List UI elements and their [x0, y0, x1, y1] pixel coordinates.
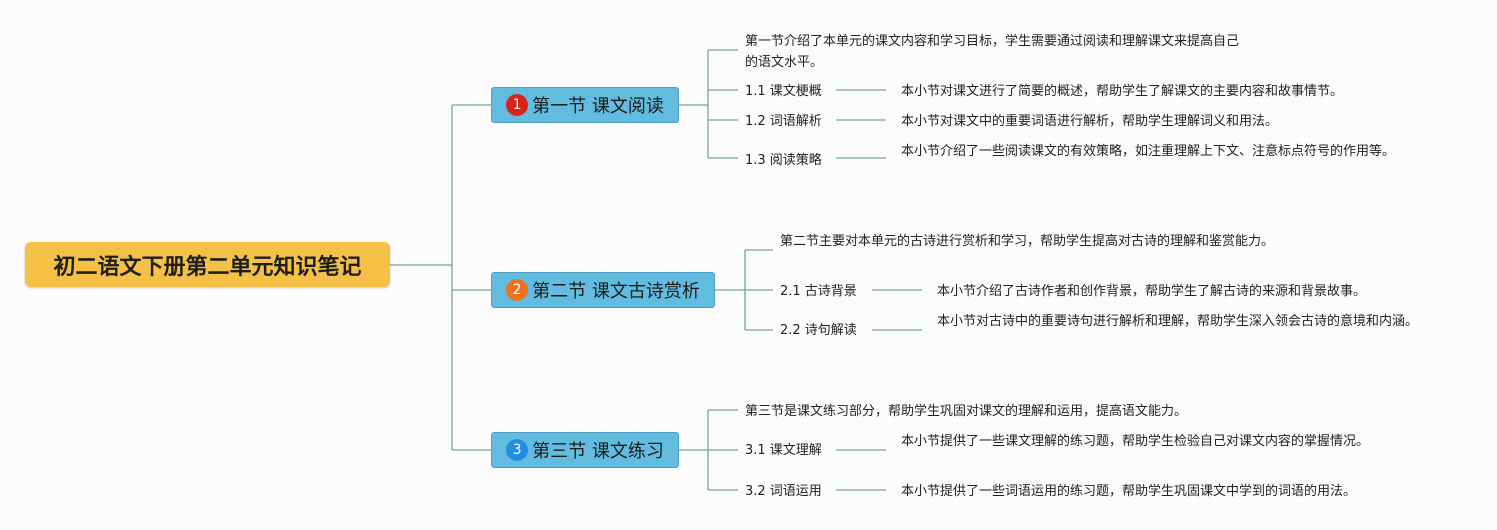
item-2-1-label[interactable]: 2.1 古诗背景	[780, 284, 857, 299]
section-2-node[interactable]: 2 第二节 课文古诗赏析	[491, 272, 715, 308]
number-1-icon: 1	[506, 94, 529, 116]
section-1-title: 第一节 课文阅读	[532, 96, 664, 117]
item-1-3-label[interactable]: 1.3 阅读策略	[745, 153, 822, 168]
section-2-title: 第二节 课文古诗赏析	[532, 281, 700, 302]
root-topic-label: 初二语文下册第二单元知识笔记	[53, 254, 362, 280]
item-1-3-desc: 本小节介绍了一些阅读课文的有效策略，如注重理解上下文、注意标点符号的作用等。	[901, 144, 1396, 159]
item-3-2-label[interactable]: 3.2 词语运用	[745, 484, 822, 499]
item-1-2-label[interactable]: 1.2 词语解析	[745, 114, 822, 129]
item-1-1-desc: 本小节对课文进行了简要的概述，帮助学生了解课文的主要内容和故事情节。	[901, 84, 1344, 99]
item-1-2-desc: 本小节对课文中的重要词语进行解析，帮助学生理解词义和用法。	[901, 114, 1279, 129]
item-3-2-desc: 本小节提供了一些词语运用的练习题，帮助学生巩固课文中学到的词语的用法。	[901, 484, 1357, 499]
item-2-2-label[interactable]: 2.2 诗句解读	[780, 323, 857, 338]
section-1-node[interactable]: 1 第一节 课文阅读	[491, 87, 679, 123]
number-3-icon: 3	[506, 439, 529, 461]
section-3-title: 第三节 课文练习	[532, 441, 664, 462]
section-3-summary: 第三节是课文练习部分，帮助学生巩固对课文的理解和运用，提高语文能力。	[745, 404, 1188, 419]
item-3-1-desc: 本小节提供了一些课文理解的练习题，帮助学生检验自己对课文内容的掌握情况。	[901, 434, 1370, 449]
item-3-1-label[interactable]: 3.1 课文理解	[745, 443, 822, 458]
item-2-1-desc: 本小节介绍了古诗作者和创作背景，帮助学生了解古诗的来源和背景故事。	[937, 284, 1367, 299]
item-2-2-desc: 本小节对古诗中的重要诗句进行解析和理解，帮助学生深入领会古诗的意境和内涵。	[937, 314, 1419, 329]
section-1-summary: 第一节介绍了本单元的课文内容和学习目标，学生需要通过阅读和理解课文来提高自己的语…	[745, 34, 1240, 70]
section-3-node[interactable]: 3 第三节 课文练习	[491, 432, 679, 468]
number-2-icon: 2	[506, 279, 529, 301]
item-1-1-label[interactable]: 1.1 课文梗概	[745, 84, 822, 99]
section-2-summary: 第二节主要对本单元的古诗进行赏析和学习，帮助学生提高对古诗的理解和鉴赏能力。	[780, 234, 1275, 249]
root-topic[interactable]: 初二语文下册第二单元知识笔记	[25, 242, 390, 287]
